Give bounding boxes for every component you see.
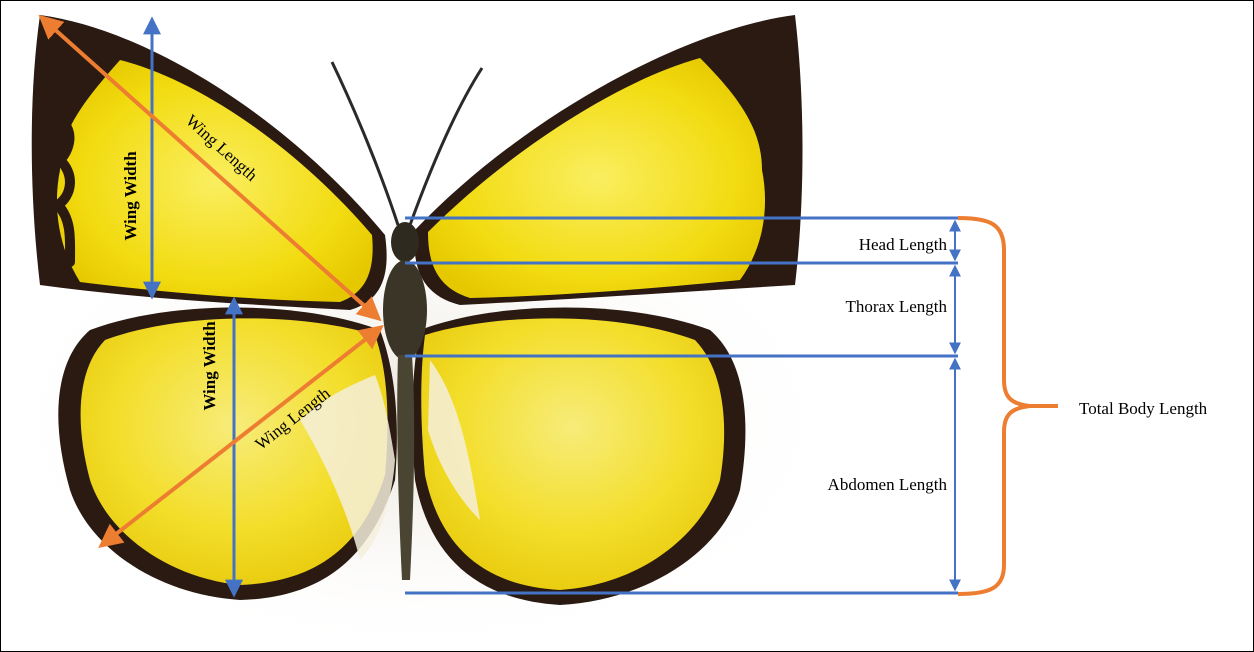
butterfly-measurement-diagram: Wing Width Wing Length Wing Width Wing L… [0,0,1254,652]
image-border [0,0,1254,652]
